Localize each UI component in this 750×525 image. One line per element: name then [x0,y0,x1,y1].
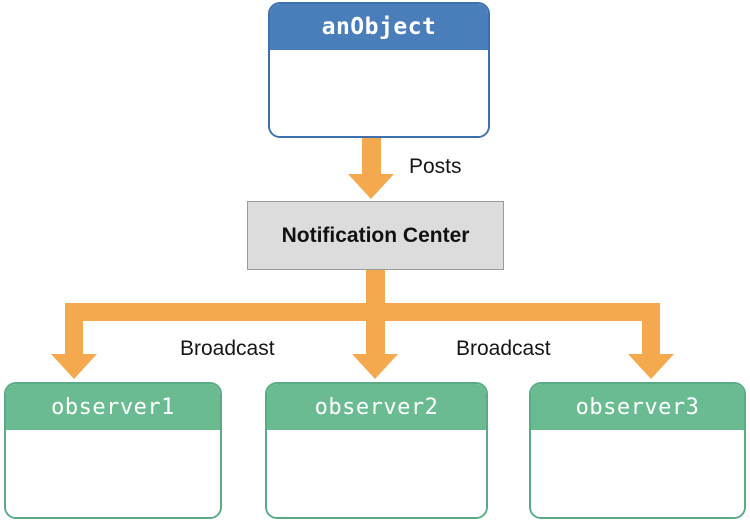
edge-label-posts: Posts [409,155,462,178]
broadcast-arrow-head-left-icon [51,354,97,379]
node-anobject[interactable]: anObject [268,2,490,138]
broadcast-branch-right-shaft [642,303,660,355]
node-anobject-header: anObject [270,4,488,50]
node-observer1-header: observer1 [6,384,220,430]
node-observer1-body [6,430,220,517]
posts-arrow-shaft [362,138,381,174]
edge-label-broadcast-right: Broadcast [456,337,551,360]
node-observer2-header: observer2 [267,384,486,430]
node-observer1[interactable]: observer1 [4,382,222,519]
broadcast-arrow-head-middle-icon [352,354,398,379]
broadcast-horizontal-bar [65,303,660,321]
broadcast-branch-middle-shaft [366,303,385,355]
node-observer3[interactable]: observer3 [529,382,746,519]
node-observer2[interactable]: observer2 [265,382,488,519]
node-observer3-body [531,430,744,517]
node-observer2-body [267,430,486,517]
node-notification-center[interactable]: Notification Center [247,201,504,270]
edge-label-broadcast-left: Broadcast [180,337,275,360]
node-observer3-header: observer3 [531,384,744,430]
broadcast-branch-left-shaft [65,303,83,355]
node-anobject-body [270,50,488,136]
posts-arrow-head-icon [348,174,394,199]
broadcast-arrow-head-right-icon [628,354,674,379]
node-notification-center-label: Notification Center [281,223,470,247]
